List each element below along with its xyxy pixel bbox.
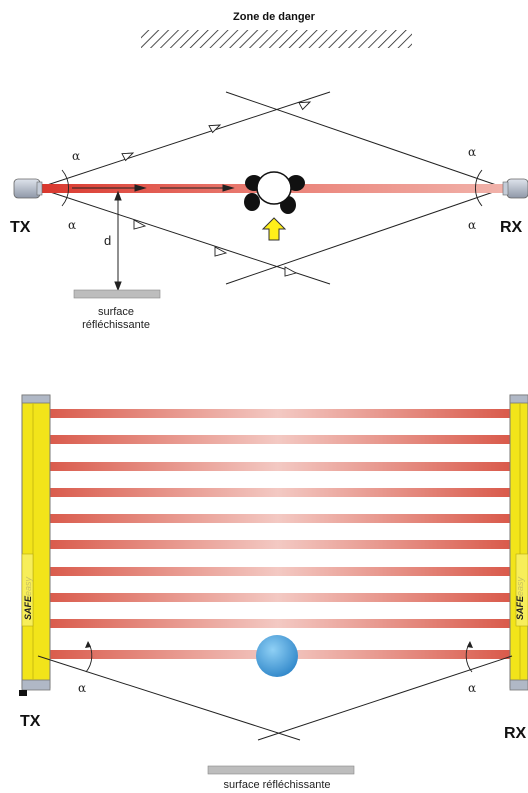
- beam-9: [44, 619, 512, 628]
- rx-label-top: RX: [500, 219, 523, 236]
- tx-label-bottom: TX: [20, 713, 41, 730]
- beam-arrows: [72, 184, 235, 192]
- angle-arrow-heads-bottom: [85, 641, 473, 648]
- alpha-rx-bottom: α: [468, 681, 476, 695]
- distance-label: d: [104, 233, 111, 248]
- distance-indicator: [114, 190, 122, 292]
- tx-label-top: TX: [10, 219, 31, 236]
- tx-sensor-head-top: [13, 178, 43, 199]
- beam-1: [44, 409, 512, 418]
- blue-obstacle: [256, 635, 298, 677]
- divergence-lines-bottom: [37, 655, 513, 741]
- angle-arcs-top: [61, 169, 483, 207]
- beam-3: [44, 462, 512, 471]
- tx-brand-label: SAFEeasy: [23, 576, 33, 620]
- direction-arrows: [121, 101, 312, 277]
- beam-4: [44, 488, 512, 497]
- beam-5: [44, 514, 512, 523]
- person-obstacle: [244, 171, 305, 214]
- divergence-lines: [37, 91, 506, 285]
- danger-zone-label: Zone de danger: [233, 11, 316, 23]
- beam-2: [44, 435, 512, 444]
- rx-light-curtain-column: [509, 394, 528, 691]
- rx-brand-label: SAFEeasy: [515, 576, 525, 620]
- reflective-surface-top: [73, 289, 161, 299]
- alpha-rx-upper: α: [468, 145, 476, 159]
- surface-label-line1: surface: [98, 306, 134, 318]
- rx-label-bottom: RX: [504, 725, 527, 742]
- surface-label-bottom: surface réfléchissante: [224, 779, 331, 791]
- alpha-rx-lower: α: [468, 218, 476, 232]
- beam-8: [44, 593, 512, 602]
- danger-zone-hatch: [141, 30, 412, 48]
- surface-label-line2: réfléchissante: [82, 319, 150, 331]
- rx-sensor-head-top: [502, 178, 528, 199]
- alpha-tx-upper: α: [72, 149, 80, 163]
- beam-6: [44, 540, 512, 549]
- alpha-tx-bottom: α: [78, 681, 86, 695]
- light-curtain-beams: [44, 409, 512, 659]
- beam-7: [44, 567, 512, 576]
- yellow-arrow: [261, 217, 287, 241]
- tx-light-curtain-column: [19, 394, 51, 696]
- reflective-surface-bottom: [207, 765, 355, 775]
- alpha-tx-lower: α: [68, 218, 76, 232]
